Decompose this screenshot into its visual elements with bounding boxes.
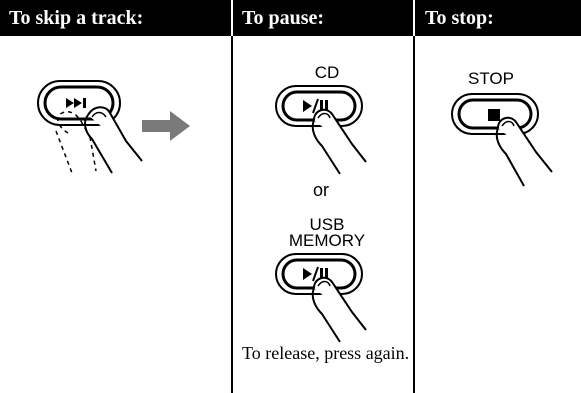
skip-forward-icon: [66, 98, 86, 108]
table-header: To skip a track: To pause: To stop:: [0, 0, 581, 36]
column-divider: [231, 36, 233, 393]
pressing-finger-icon: [311, 276, 367, 343]
pressing-finger-icon: [495, 116, 553, 187]
header-skip-track: To skip a track:: [9, 7, 144, 29]
pressing-finger-icon: [311, 108, 367, 175]
ghost-finger-icon: [55, 111, 97, 174]
stop-button-illustration: [451, 93, 553, 187]
header-separator: [231, 0, 233, 36]
cd-label: CD: [314, 63, 340, 82]
right-arrow-icon: [142, 111, 190, 141]
stop-square-icon: [488, 109, 500, 121]
pressing-finger-icon: [84, 106, 143, 174]
release-note: To release, press again.: [242, 343, 410, 363]
skip-track-illustration: [37, 80, 190, 174]
play-pause-icon: [303, 98, 328, 114]
column-divider: [413, 36, 415, 393]
header-separator: [413, 0, 415, 36]
usb-label: USB: [309, 215, 345, 234]
cd-pause-button-illustration: [275, 85, 367, 175]
or-text: or: [313, 180, 330, 200]
play-pause-icon: [303, 266, 328, 282]
header-pause: To pause:: [242, 7, 325, 29]
memory-label: MEMORY: [288, 231, 366, 250]
usb-pause-button-illustration: [275, 253, 367, 343]
stop-label: STOP: [468, 69, 514, 88]
header-stop: To stop:: [425, 7, 494, 29]
